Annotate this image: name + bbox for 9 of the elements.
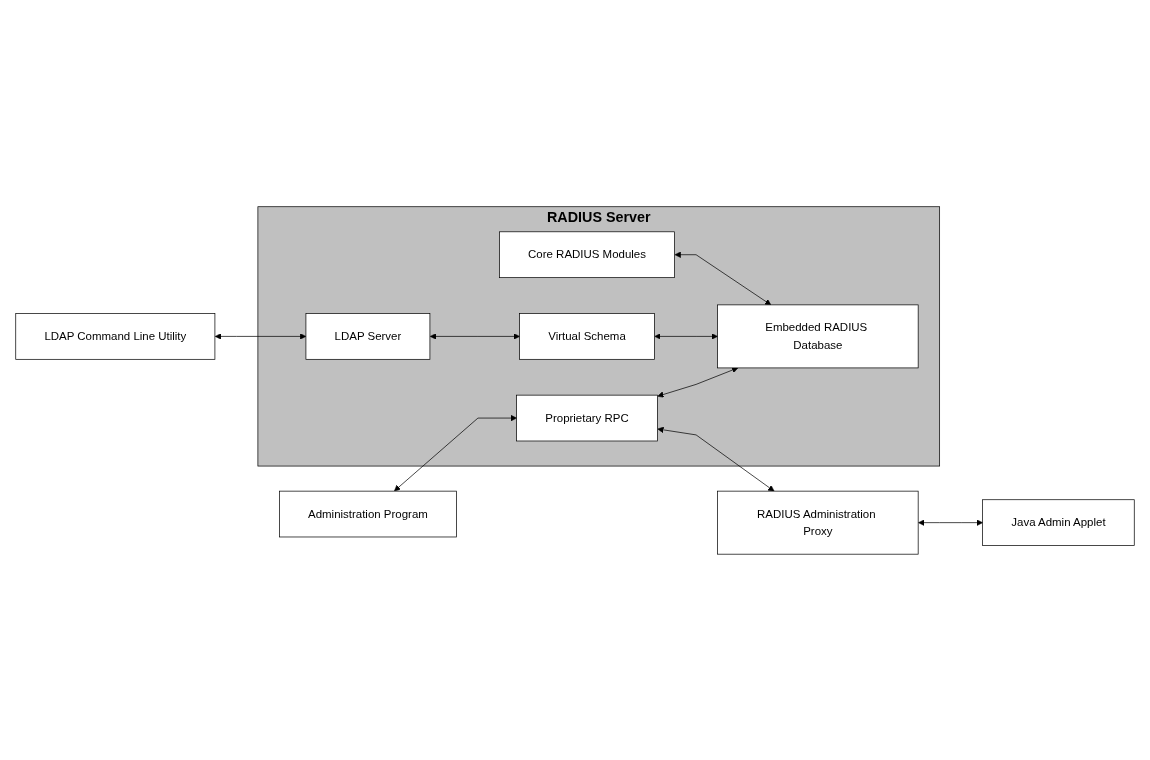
node-box: Core RADIUS Modules <box>499 231 675 278</box>
node-box: Java Admin Applet <box>982 498 1135 546</box>
node-box: Proprietary RPC <box>516 394 658 441</box>
node-box: LDAP Command Line Utility <box>15 312 216 360</box>
node-box: RADIUS Administration Proxy <box>717 490 919 555</box>
node-box: Embedded RADIUS Database <box>717 304 919 368</box>
node-box: Administration Program <box>279 490 457 537</box>
node-box: LDAP Server <box>305 312 431 360</box>
node-box: Virtual Schema <box>519 312 655 360</box>
